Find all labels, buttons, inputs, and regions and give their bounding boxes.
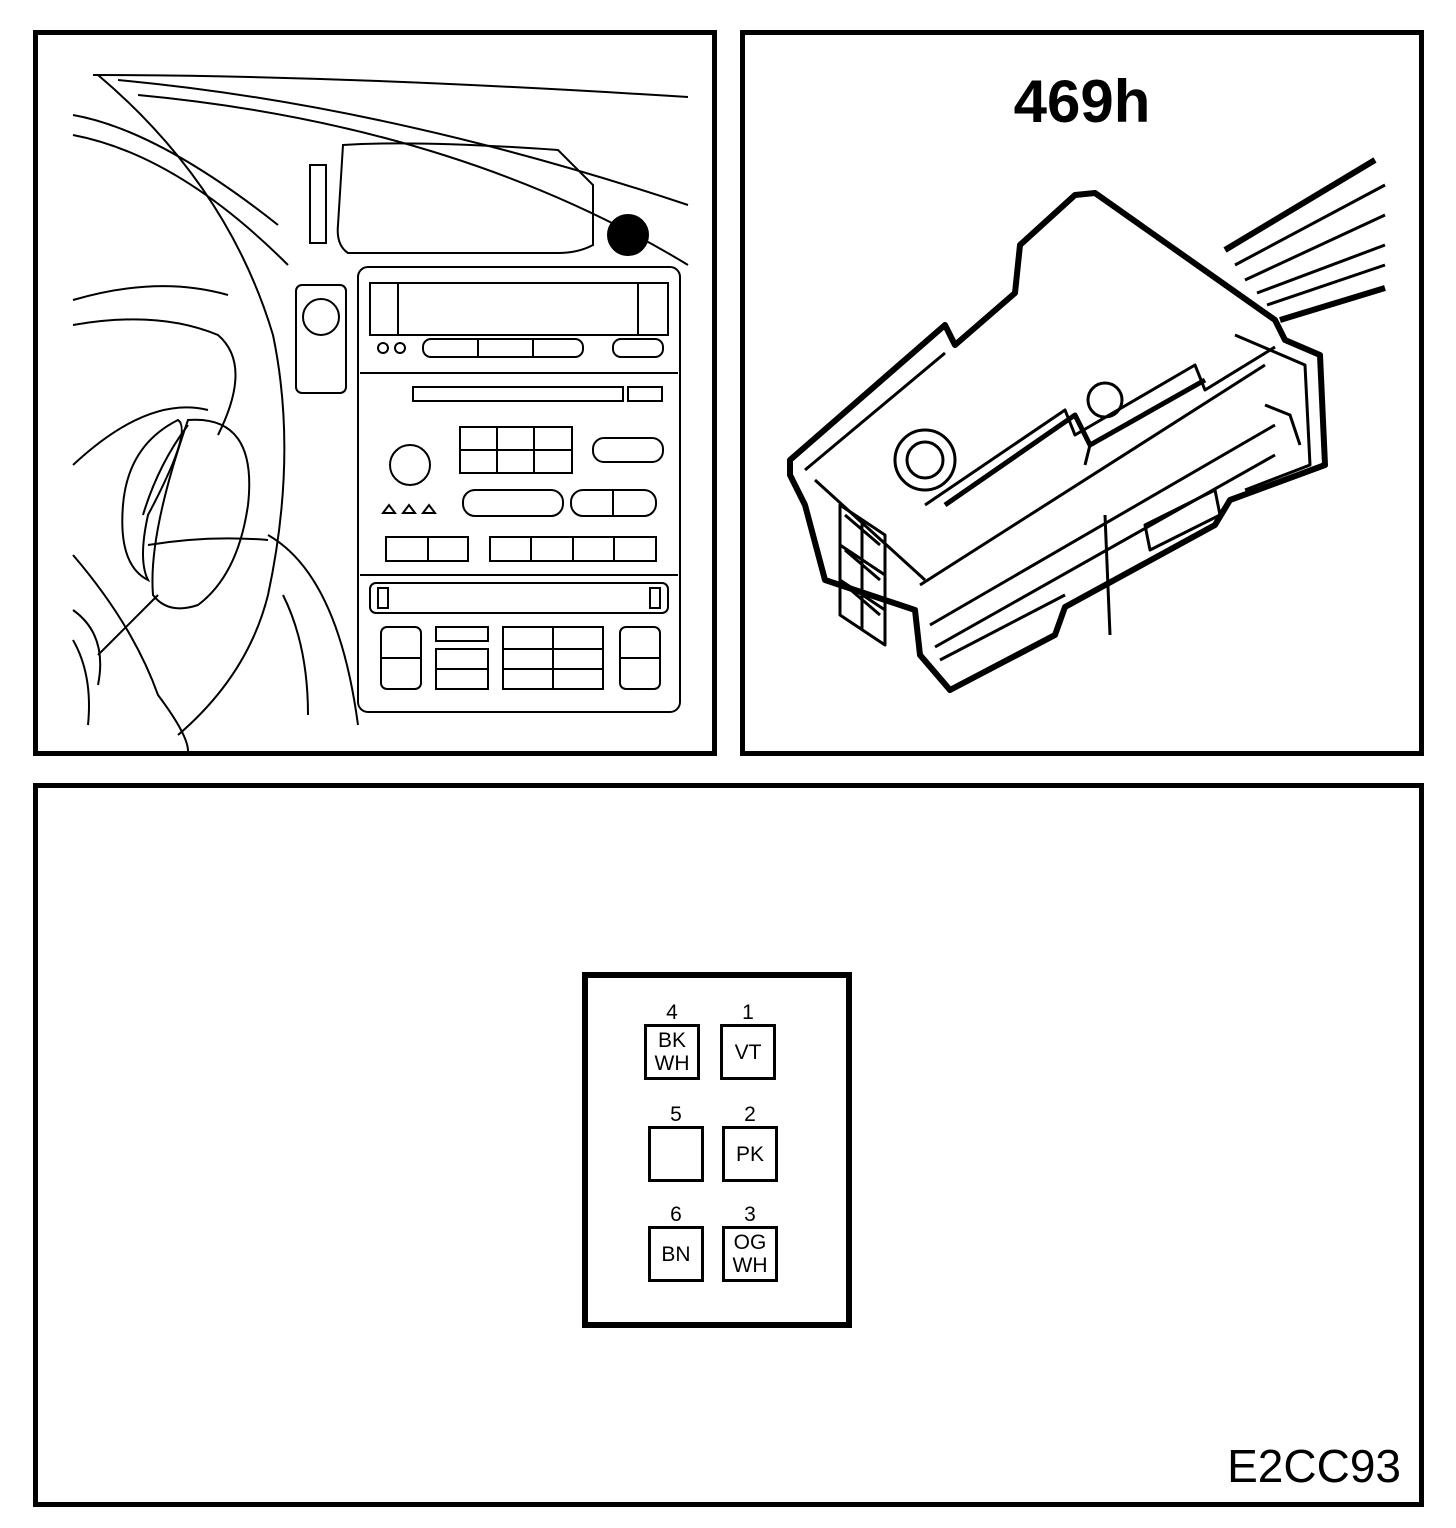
pin-number: 5 xyxy=(670,1103,682,1126)
wire-color: BK xyxy=(657,1029,686,1052)
pin-5: 5 xyxy=(648,1104,704,1182)
pin-terminal: BN xyxy=(648,1226,704,1282)
pin-3: 3 OG WH xyxy=(722,1204,778,1282)
wire-color: WH xyxy=(654,1052,690,1075)
connector-drawing xyxy=(787,157,1386,693)
pin-6: 6 BN xyxy=(648,1204,704,1282)
connector-title: 469h xyxy=(1013,68,1151,135)
pin-number: 2 xyxy=(744,1103,756,1126)
dashboard-location-drawing xyxy=(72,74,689,751)
pin-1: 1 VT xyxy=(720,1002,776,1080)
pin-number: 3 xyxy=(744,1203,756,1226)
wire-color: OG xyxy=(733,1231,767,1254)
pin-number: 4 xyxy=(666,1001,678,1024)
pin-4: 4 BK WH xyxy=(644,1002,700,1080)
pin-terminal xyxy=(648,1126,704,1182)
connector-face: 4 BK WH 1 VT 5 2 PK 6 xyxy=(582,972,852,1328)
pin-number: 6 xyxy=(670,1203,682,1226)
figure-id: E2CC93 xyxy=(1227,1440,1401,1492)
wire-color: BN xyxy=(661,1242,691,1266)
location-panel xyxy=(33,30,717,756)
pinout-panel: 4 BK WH 1 VT 5 2 PK 6 xyxy=(33,783,1424,1507)
pin-terminal: BK WH xyxy=(644,1024,700,1080)
pin-terminal: PK xyxy=(722,1126,778,1182)
wire-color: PK xyxy=(735,1142,764,1166)
pin-number: 1 xyxy=(742,1001,754,1024)
wire-color: VT xyxy=(734,1040,762,1064)
pin-2: 2 PK xyxy=(722,1104,778,1182)
pin-terminal: VT xyxy=(720,1024,776,1080)
connector-panel: 469h xyxy=(740,30,1424,756)
wire-color: WH xyxy=(732,1254,768,1277)
pin-terminal: OG WH xyxy=(722,1226,778,1282)
